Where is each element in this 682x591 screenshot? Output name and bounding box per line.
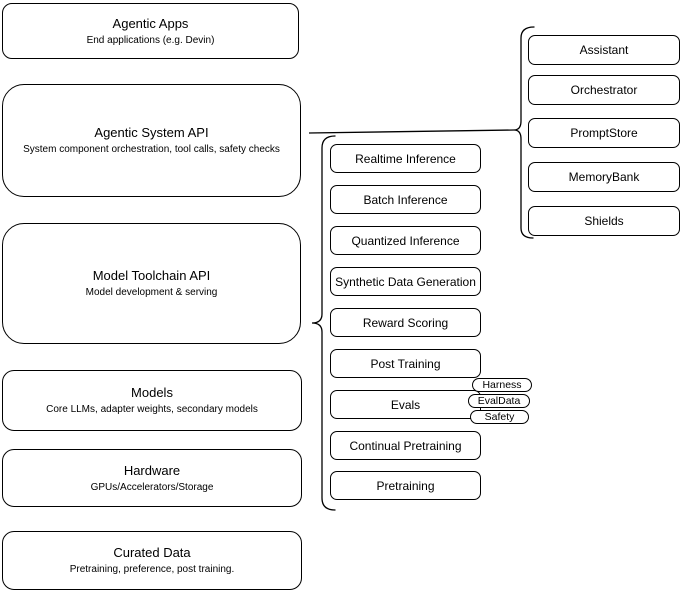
toolchain-item-synthetic-data-generation: Synthetic Data Generation	[330, 267, 481, 296]
toolchain-item-continual-pretraining: Continual Pretraining	[330, 431, 481, 460]
node-curated-data: Curated Data Pretraining, preference, po…	[2, 531, 302, 590]
node-model-toolchain-api-subtitle: Model development & serving	[85, 287, 218, 298]
toolchain-item-post-training: Post Training	[330, 349, 481, 378]
evals-tag-harness: Harness	[472, 378, 532, 392]
node-model-toolchain-api: Model Toolchain API Model development & …	[2, 223, 301, 344]
node-curated-data-subtitle: Pretraining, preference, post training.	[69, 564, 235, 575]
system-item-promptstore: PromptStore	[528, 118, 680, 148]
node-model-toolchain-api-title: Model Toolchain API	[92, 268, 211, 283]
toolchain-item-reward-scoring: Reward Scoring	[330, 308, 481, 337]
system-item-memorybank: MemoryBank	[528, 162, 680, 192]
node-agentic-system-api-title: Agentic System API	[94, 125, 209, 140]
system-api-connector-line	[308, 129, 515, 134]
node-agentic-system-api-subtitle: System component orchestration, tool cal…	[23, 144, 280, 155]
node-models: Models Core LLMs, adapter weights, secon…	[2, 370, 302, 431]
node-models-subtitle: Core LLMs, adapter weights, secondary mo…	[46, 404, 258, 415]
toolchain-item-realtime-inference: Realtime Inference	[330, 144, 481, 173]
node-hardware-subtitle: GPUs/Accelerators/Storage	[90, 481, 214, 493]
toolchain-item-quantized-inference: Quantized Inference	[330, 226, 481, 255]
system-item-assistant: Assistant	[528, 35, 680, 65]
node-agentic-apps-title: Agentic Apps	[112, 15, 189, 31]
node-hardware: Hardware GPUs/Accelerators/Storage	[2, 449, 302, 507]
node-models-title: Models	[131, 385, 173, 400]
node-agentic-system-api: Agentic System API System component orch…	[2, 84, 301, 197]
toolchain-item-batch-inference: Batch Inference	[330, 185, 481, 214]
system-item-shields: Shields	[528, 206, 680, 236]
system-item-orchestrator: Orchestrator	[528, 75, 680, 105]
node-agentic-apps-subtitle: End applications (e.g. Devin)	[86, 34, 215, 46]
node-hardware-title: Hardware	[123, 462, 181, 478]
toolchain-item-evals: Evals	[330, 390, 481, 419]
toolchain-item-pretraining: Pretraining	[330, 471, 481, 500]
evals-tag-evaldata: EvalData	[468, 394, 530, 408]
evals-tag-safety: Safety	[470, 410, 529, 424]
node-curated-data-title: Curated Data	[113, 545, 191, 560]
node-agentic-apps: Agentic Apps End applications (e.g. Devi…	[2, 3, 299, 59]
